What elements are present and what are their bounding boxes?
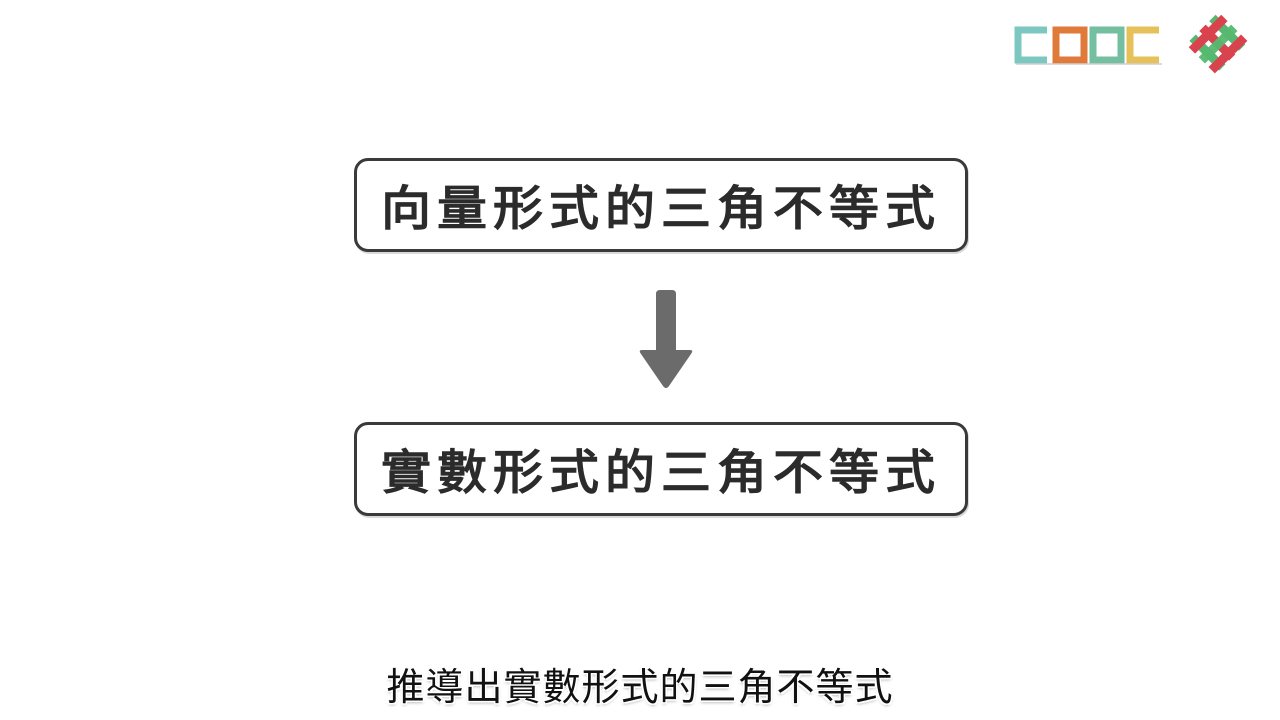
real-form-box: 實數形式的三角不等式 [354,422,968,516]
subtitle-caption: 推導出實數形式的三角不等式 [386,665,894,709]
cooc-logo [1014,26,1162,65]
real-form-text: 實數形式的三角不等式 [381,445,941,501]
vector-form-text: 向量形式的三角不等式 [381,181,941,237]
knot-logo [1188,14,1248,74]
vector-form-box: 向量形式的三角不等式 [354,158,968,252]
arrow-down-icon [639,290,693,388]
